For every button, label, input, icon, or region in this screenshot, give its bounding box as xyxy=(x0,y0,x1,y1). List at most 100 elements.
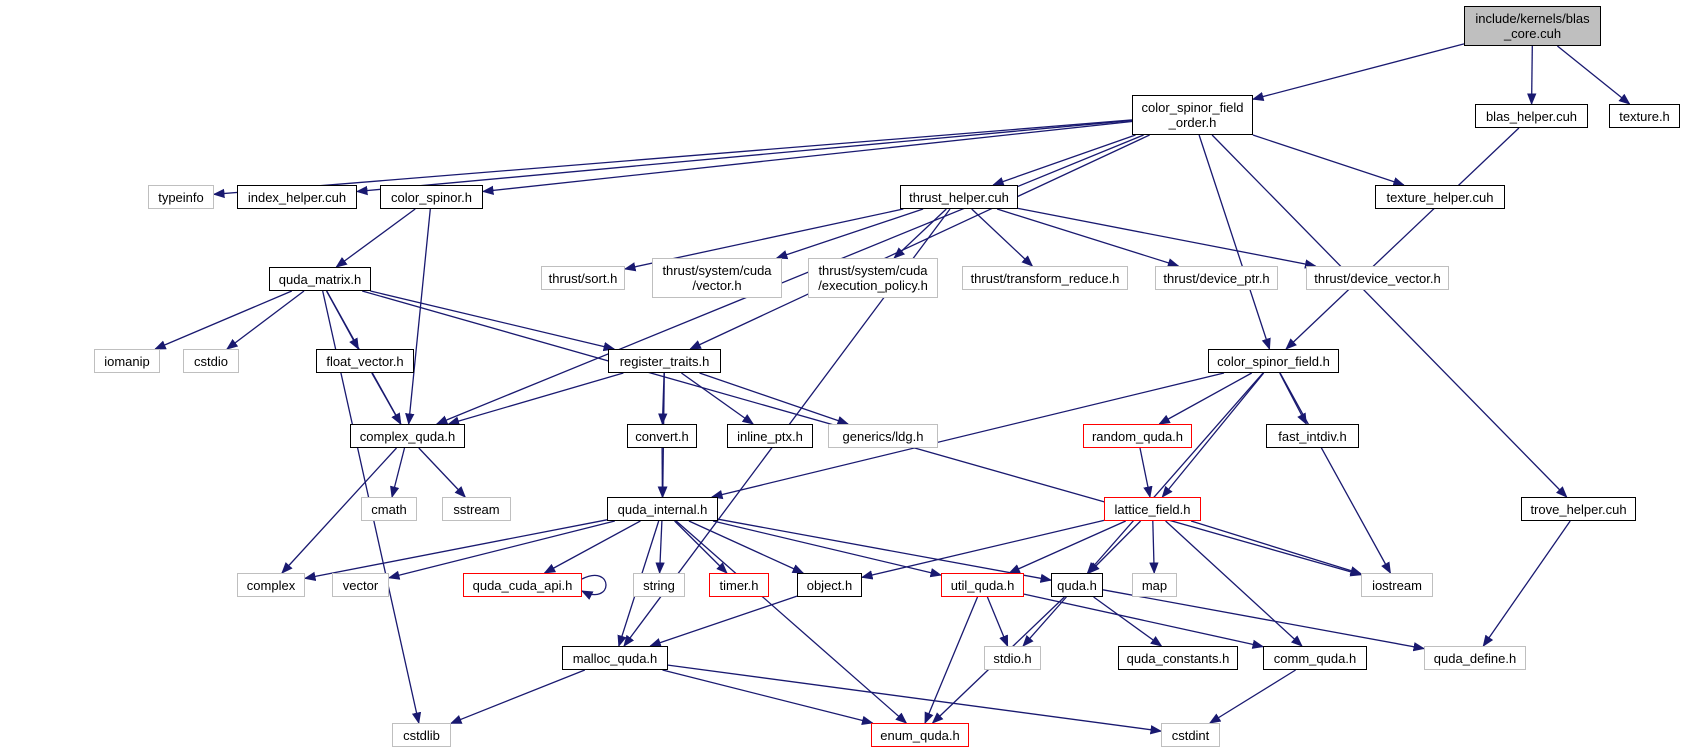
edge-color_spinor-to-quda_matrix xyxy=(335,208,416,268)
node-color-spinor-field-h[interactable]: color_spinor_field.h xyxy=(1208,349,1339,373)
node-random-quda-h[interactable]: random_quda.h xyxy=(1083,424,1192,448)
edge-csf-to-random_quda xyxy=(1158,372,1253,425)
node-inline-ptx-h[interactable]: inline_ptx.h xyxy=(727,424,813,448)
edge-register_traits-to-complex_quda xyxy=(447,372,624,426)
edge-util_quda-to-comm_quda xyxy=(1023,593,1265,649)
edge-lattice_field-to-map xyxy=(1149,520,1159,575)
node-enum-quda-h[interactable]: enum_quda.h xyxy=(871,723,969,747)
node-lattice-field-h[interactable]: lattice_field.h xyxy=(1104,497,1201,521)
edge-quda_internal-to-enum_quda xyxy=(675,520,908,724)
edge-csfo-to-complex_quda xyxy=(435,134,1144,425)
node-timer-h[interactable]: timer.h xyxy=(709,573,769,597)
edge-color_spinor-to-complex_quda xyxy=(405,208,431,426)
node-vector: vector xyxy=(332,573,389,597)
edge-csfo-to-index_helper xyxy=(355,119,1133,196)
edge-comm_quda-to-cstdint xyxy=(1208,669,1296,724)
edge-csfo-to-trove_helper xyxy=(1211,134,1568,498)
edge-lattice_field-to-comm_quda xyxy=(1165,520,1303,647)
edge-complex_quda-to-cmath xyxy=(390,447,406,499)
node-texture-helper-cuh[interactable]: texture_helper.cuh xyxy=(1375,185,1505,209)
node-color-spinor-field-order-h[interactable]: color_spinor_field _order.h xyxy=(1132,95,1253,135)
edge-util_quda-to-stdio xyxy=(986,596,1009,648)
node-malloc-quda-h[interactable]: malloc_quda.h xyxy=(562,646,668,670)
edge-malloc_quda-to-cstdlib xyxy=(449,669,586,724)
node-quda-h[interactable]: quda.h xyxy=(1051,573,1103,597)
node-comm-quda-h[interactable]: comm_quda.h xyxy=(1263,646,1367,670)
node-thrust-transform-reduce-h: thrust/transform_reduce.h xyxy=(962,266,1128,290)
edge-csf-to-quda xyxy=(1086,372,1264,574)
node-thrust-device-ptr-h: thrust/device_ptr.h xyxy=(1155,266,1278,290)
node-cstdlib: cstdlib xyxy=(392,723,451,747)
edge-thrust_helper-to-t_exec xyxy=(893,208,947,259)
edge-lattice_field-to-util_quda xyxy=(1008,520,1126,574)
node-iostream: iostream xyxy=(1361,573,1433,597)
edge-thrust_helper-to-t_dptr xyxy=(996,208,1180,268)
node-index-helper-cuh[interactable]: index_helper.cuh xyxy=(237,185,357,209)
edge-csf-to-iostream xyxy=(1279,372,1391,575)
node-cstdio: cstdio xyxy=(183,349,239,373)
edge-quda_internal-to-quda xyxy=(717,518,1053,583)
edge-csfo-to-color_spinor xyxy=(481,120,1133,196)
node-complex-quda-h[interactable]: complex_quda.h xyxy=(350,424,465,448)
edge-lattice_field-to-iostream xyxy=(1190,520,1363,576)
edge-quda-to-quda_constants xyxy=(1093,596,1163,647)
edge-malloc_quda-to-enum_quda xyxy=(662,669,874,725)
node-trove-helper-cuh[interactable]: trove_helper.cuh xyxy=(1521,497,1636,521)
node-iomanip: iomanip xyxy=(94,349,160,373)
node-thrust-helper-cuh[interactable]: thrust_helper.cuh xyxy=(900,185,1018,209)
node-quda-constants-h[interactable]: quda_constants.h xyxy=(1118,646,1238,670)
edge-quda-to-stdio xyxy=(1022,596,1067,647)
node-fast-intdiv-h[interactable]: fast_intdiv.h xyxy=(1266,424,1359,448)
edge-blas_helper-to-csf xyxy=(1285,127,1520,350)
node-map: map xyxy=(1132,573,1177,597)
node-blas-helper-cuh[interactable]: blas_helper.cuh xyxy=(1475,104,1588,128)
node-register-traits-h[interactable]: register_traits.h xyxy=(608,349,721,373)
node-cmath: cmath xyxy=(361,497,417,521)
node-color-spinor-h[interactable]: color_spinor.h xyxy=(380,185,483,209)
node-cstdint: cstdint xyxy=(1161,723,1220,747)
edge-thrust_helper-to-t_reduce xyxy=(971,208,1034,267)
edge-csfo-to-thrust_helper xyxy=(992,134,1136,186)
edge-quda-to-quda_define xyxy=(1102,589,1426,652)
edge-random_quda-to-lattice_field xyxy=(1139,447,1153,499)
node-quda-internal-h[interactable]: quda_internal.h xyxy=(607,497,718,521)
node-sstream: sstream xyxy=(442,497,511,521)
edge-csf-to-lattice_field xyxy=(1161,372,1265,498)
node-convert-h[interactable]: convert.h xyxy=(627,424,697,448)
node-util-quda-h[interactable]: util_quda.h xyxy=(941,573,1024,597)
node-float-vector-h[interactable]: float_vector.h xyxy=(316,349,414,373)
edge-float_vector-to-complex_quda xyxy=(371,372,402,426)
edge-csfo-to-typeinfo xyxy=(212,119,1133,199)
edge-util_quda-to-enum_quda xyxy=(924,596,979,725)
edge-malloc_quda-to-cstdint xyxy=(667,664,1163,735)
edge-csfo-to-texture_helper xyxy=(1252,134,1405,187)
edge-quda_internal-to-quda_cuda_api xyxy=(543,520,641,574)
edge-csfo-to-register_traits xyxy=(689,134,1150,350)
edge-csf-to-quda_internal xyxy=(710,372,1225,500)
node-complex: complex xyxy=(237,573,305,597)
node-texture-h[interactable]: texture.h xyxy=(1609,104,1680,128)
node-quda-matrix-h[interactable]: quda_matrix.h xyxy=(269,267,371,291)
node-stdio-h: stdio.h xyxy=(984,646,1041,670)
node-quda-cuda-api-h[interactable]: quda_cuda_api.h xyxy=(463,573,582,597)
node-blas-core-cuh: include/kernels/blas _core.cuh xyxy=(1464,6,1601,46)
node-typeinfo: typeinfo xyxy=(148,185,214,209)
edge-csfo-to-csf xyxy=(1198,134,1271,351)
edge-root-to-csfo xyxy=(1251,43,1465,102)
edge-root-to-texture xyxy=(1556,45,1631,105)
edge-quda_internal-to-vector xyxy=(387,520,615,580)
edge-quda_internal-to-util_quda xyxy=(712,520,943,578)
edge-quda_matrix-to-register_traits xyxy=(370,290,616,352)
node-string: string xyxy=(633,573,685,597)
edge-quda_cuda_api-to-quda_cuda_api xyxy=(580,574,607,600)
node-thrust-sort-h: thrust/sort.h xyxy=(541,266,625,290)
edge-complex_quda-to-complex xyxy=(281,447,397,574)
edge-complex_quda-to-sstream xyxy=(418,447,467,498)
node-generics-ldg-h: generics/ldg.h xyxy=(828,424,938,448)
edge-root-to-blas_helper xyxy=(1527,45,1537,106)
edge-quda_internal-to-object xyxy=(688,520,805,574)
node-object-h[interactable]: object.h xyxy=(797,573,862,597)
edge-quda_internal-to-timer xyxy=(674,520,728,574)
